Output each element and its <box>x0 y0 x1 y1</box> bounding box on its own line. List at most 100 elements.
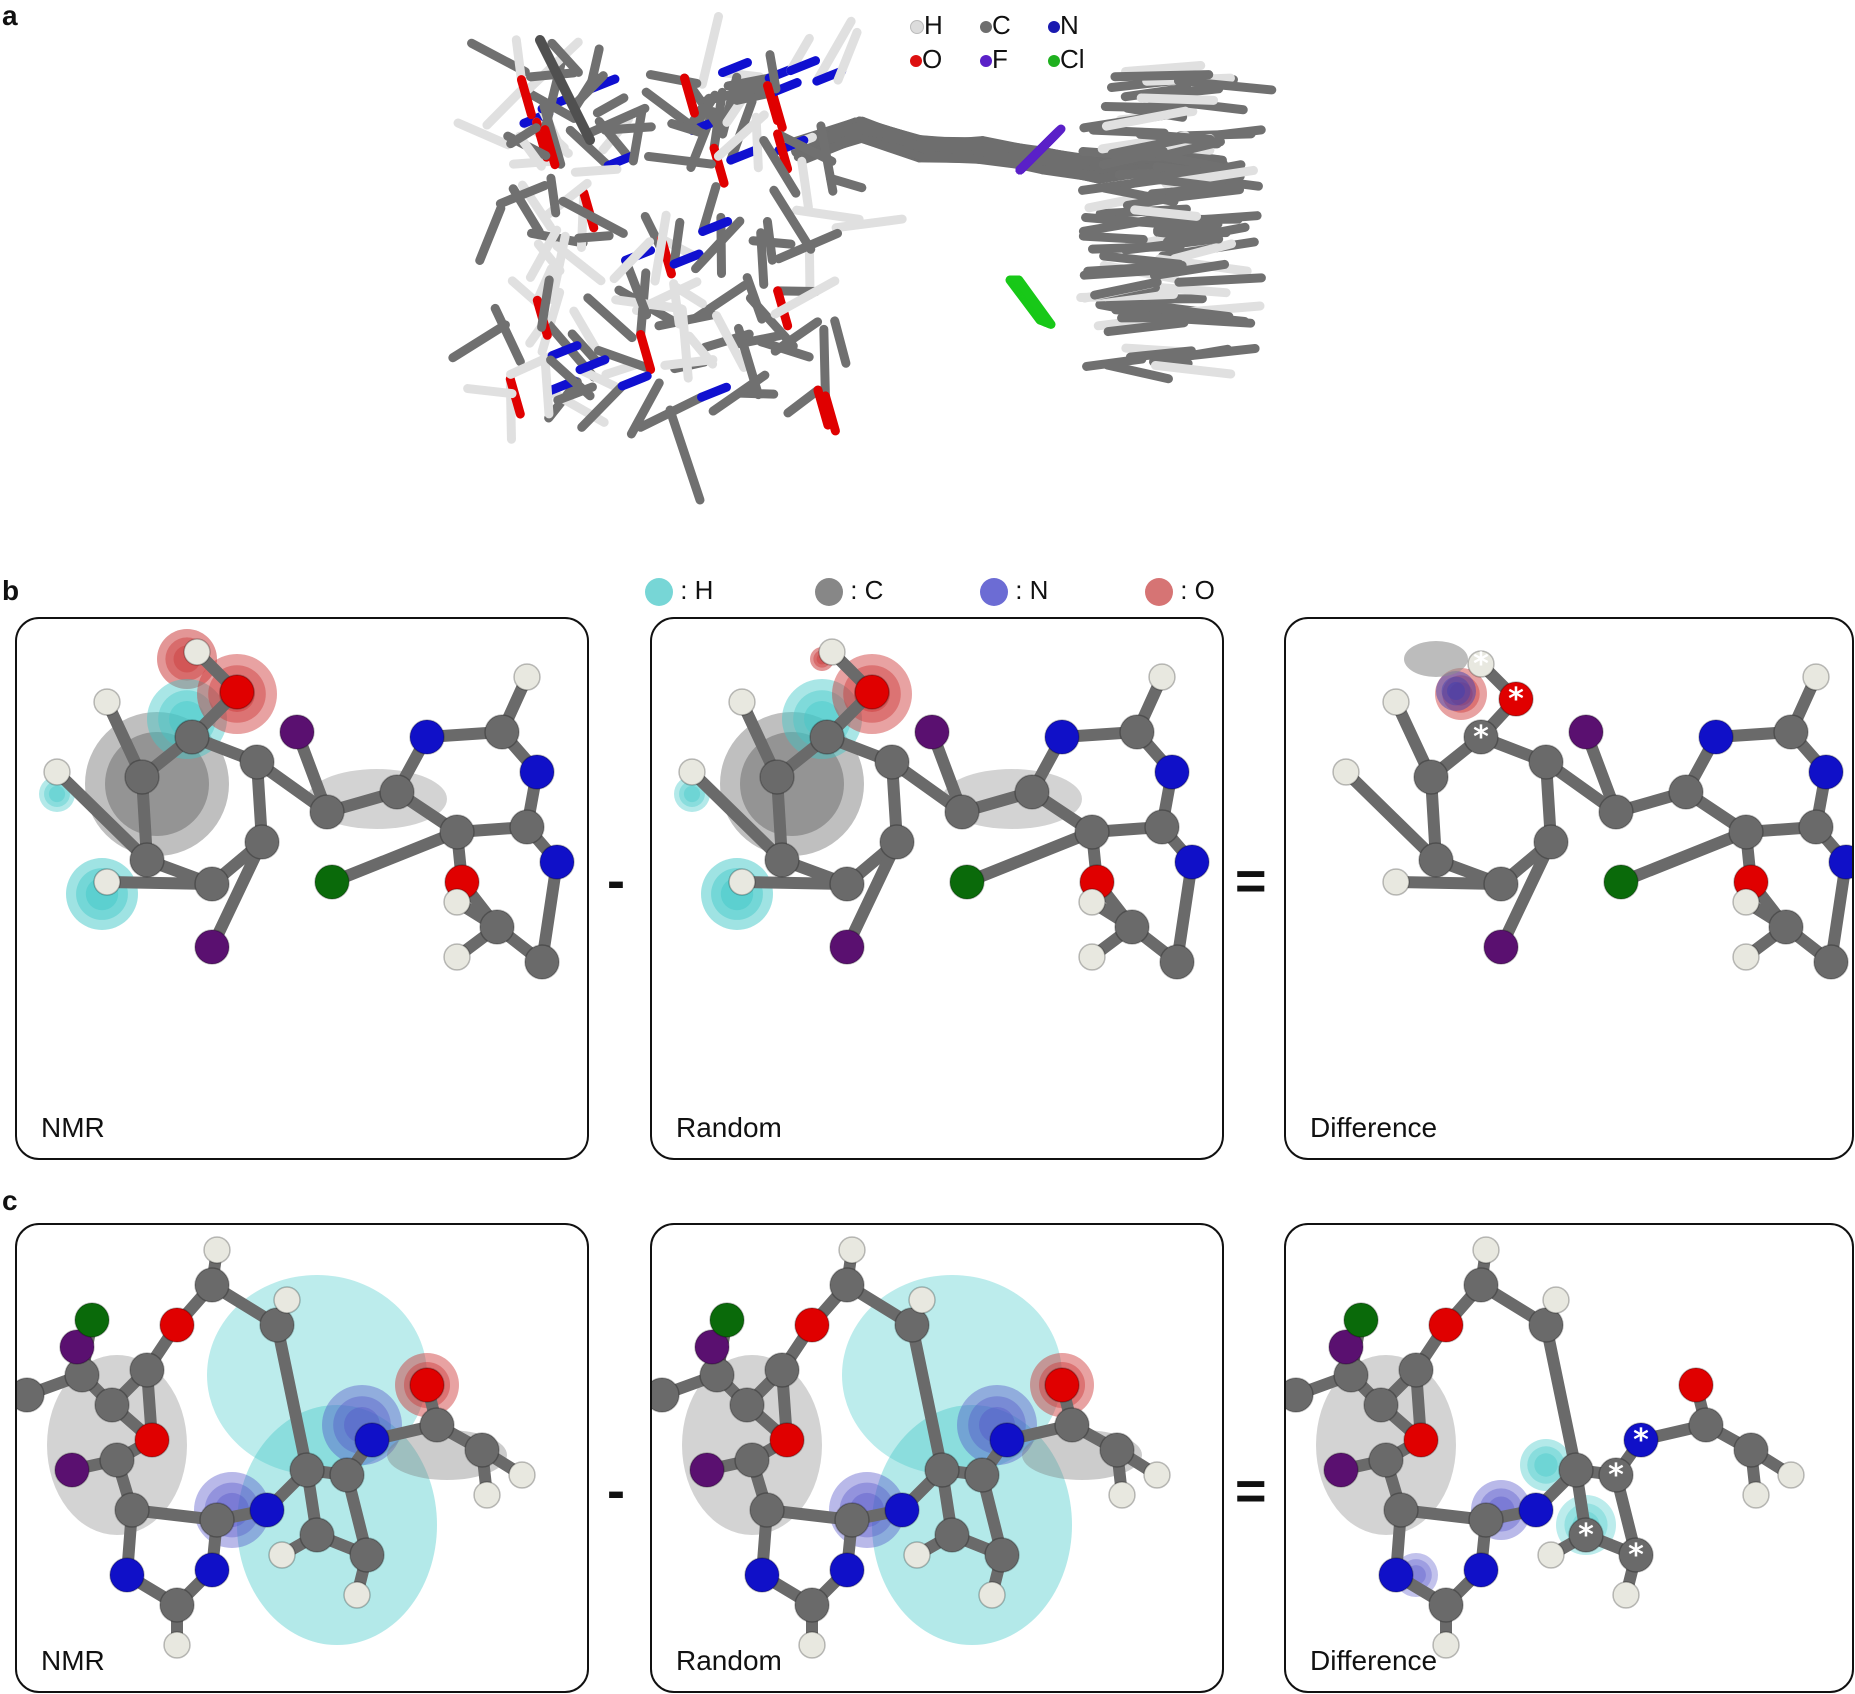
atom <box>114 1492 150 1528</box>
atom <box>1332 758 1360 786</box>
atoms <box>17 1236 536 1659</box>
bond-stick <box>558 196 628 238</box>
bond-stick <box>546 173 561 218</box>
atom <box>194 1552 230 1588</box>
bond-stick <box>1081 213 1178 230</box>
legend-dot-f <box>980 55 992 68</box>
atom <box>874 744 910 780</box>
bond-stick <box>1167 344 1260 363</box>
bond-stick <box>697 12 724 89</box>
atom <box>163 1631 191 1659</box>
bond-stick <box>1087 241 1185 254</box>
bond <box>1495 836 1557 953</box>
atom <box>1382 688 1410 716</box>
density-dot-o <box>1145 578 1173 607</box>
atom <box>1598 1457 1634 1493</box>
density-isosurface <box>1436 671 1476 711</box>
atom <box>924 1452 960 1488</box>
bond-stick <box>533 239 565 276</box>
bond-stick <box>1149 259 1230 280</box>
oxygen-stick <box>679 73 699 118</box>
atom <box>908 1286 936 1314</box>
bond-stick <box>833 27 862 85</box>
bond-stick <box>978 152 1048 175</box>
minus-operator: - <box>607 1461 625 1521</box>
fluorine-stick <box>1015 124 1066 175</box>
box-label: NMR <box>41 1112 105 1143</box>
atom <box>513 663 541 691</box>
atom <box>479 909 515 945</box>
oxygen-stick <box>636 330 656 375</box>
bond-stick <box>1155 137 1225 162</box>
oxygen-stick <box>773 129 793 174</box>
atom <box>1114 909 1150 945</box>
bond-stick <box>611 295 686 314</box>
density-dot-c <box>815 578 843 607</box>
density-isosurface <box>1404 641 1468 677</box>
density-isosurface <box>679 781 705 807</box>
bond <box>1540 1319 1582 1476</box>
atom <box>829 1267 865 1303</box>
atom <box>1798 809 1834 845</box>
atom <box>379 774 415 810</box>
atom <box>93 688 121 716</box>
chlorine-stick <box>1014 275 1056 329</box>
legend-item-cl: Cl <box>1048 44 1085 75</box>
density-isosurface <box>872 1405 1072 1645</box>
atom <box>508 1461 536 1489</box>
atom <box>759 759 795 795</box>
atom <box>1483 866 1519 902</box>
panel-c-difference-box: **** Difference <box>1284 1223 1854 1693</box>
nitrogen-stick <box>697 382 732 402</box>
bond-stick <box>971 146 1041 164</box>
bond-stick <box>669 279 684 329</box>
bond-stick <box>1037 149 1107 168</box>
atom <box>652 1377 680 1413</box>
atom <box>728 868 756 896</box>
density-isosurface <box>48 785 66 803</box>
atom <box>1044 719 1080 755</box>
atom <box>903 1541 931 1569</box>
bond-stick <box>1121 61 1206 76</box>
bond-stick <box>756 337 814 362</box>
bond <box>51 766 153 866</box>
atom <box>798 1631 826 1659</box>
bond-stick <box>1153 227 1231 238</box>
atom <box>794 1307 830 1343</box>
bond-stick <box>535 35 595 145</box>
asterisk-marker: * <box>1473 647 1489 682</box>
bond-stick <box>1103 318 1189 337</box>
atoms <box>43 638 575 980</box>
atom <box>349 1537 385 1573</box>
legend-dot-c <box>980 21 992 34</box>
atom <box>273 1286 301 1314</box>
atom <box>1078 943 1106 971</box>
bond-stick <box>711 311 749 372</box>
atom <box>279 714 315 750</box>
atom <box>1568 1517 1604 1553</box>
density-isosurface <box>237 1405 437 1645</box>
bond <box>961 826 1098 888</box>
oxygen-stick <box>813 385 833 430</box>
density-isosurface <box>683 785 701 803</box>
atom <box>1143 1461 1171 1489</box>
bond-stick <box>691 216 745 274</box>
bond-stick <box>773 129 837 166</box>
atom <box>749 1492 785 1528</box>
asterisk-marker: * <box>1628 1538 1644 1573</box>
legend-dot-n <box>1048 21 1060 34</box>
atom <box>1828 844 1852 880</box>
atom <box>1698 719 1734 755</box>
legend-dot-o <box>910 55 922 68</box>
nitrogen-stick <box>726 145 761 165</box>
bond-stick <box>453 118 513 150</box>
atom <box>17 1377 45 1413</box>
atom <box>764 1352 800 1388</box>
bond-stick <box>495 181 550 209</box>
atom <box>1432 1631 1460 1659</box>
bond-stick <box>1174 273 1266 287</box>
bond-stick <box>1101 106 1190 131</box>
atom <box>838 1236 866 1264</box>
atom <box>694 1329 730 1365</box>
oxygen-stick <box>516 75 536 120</box>
